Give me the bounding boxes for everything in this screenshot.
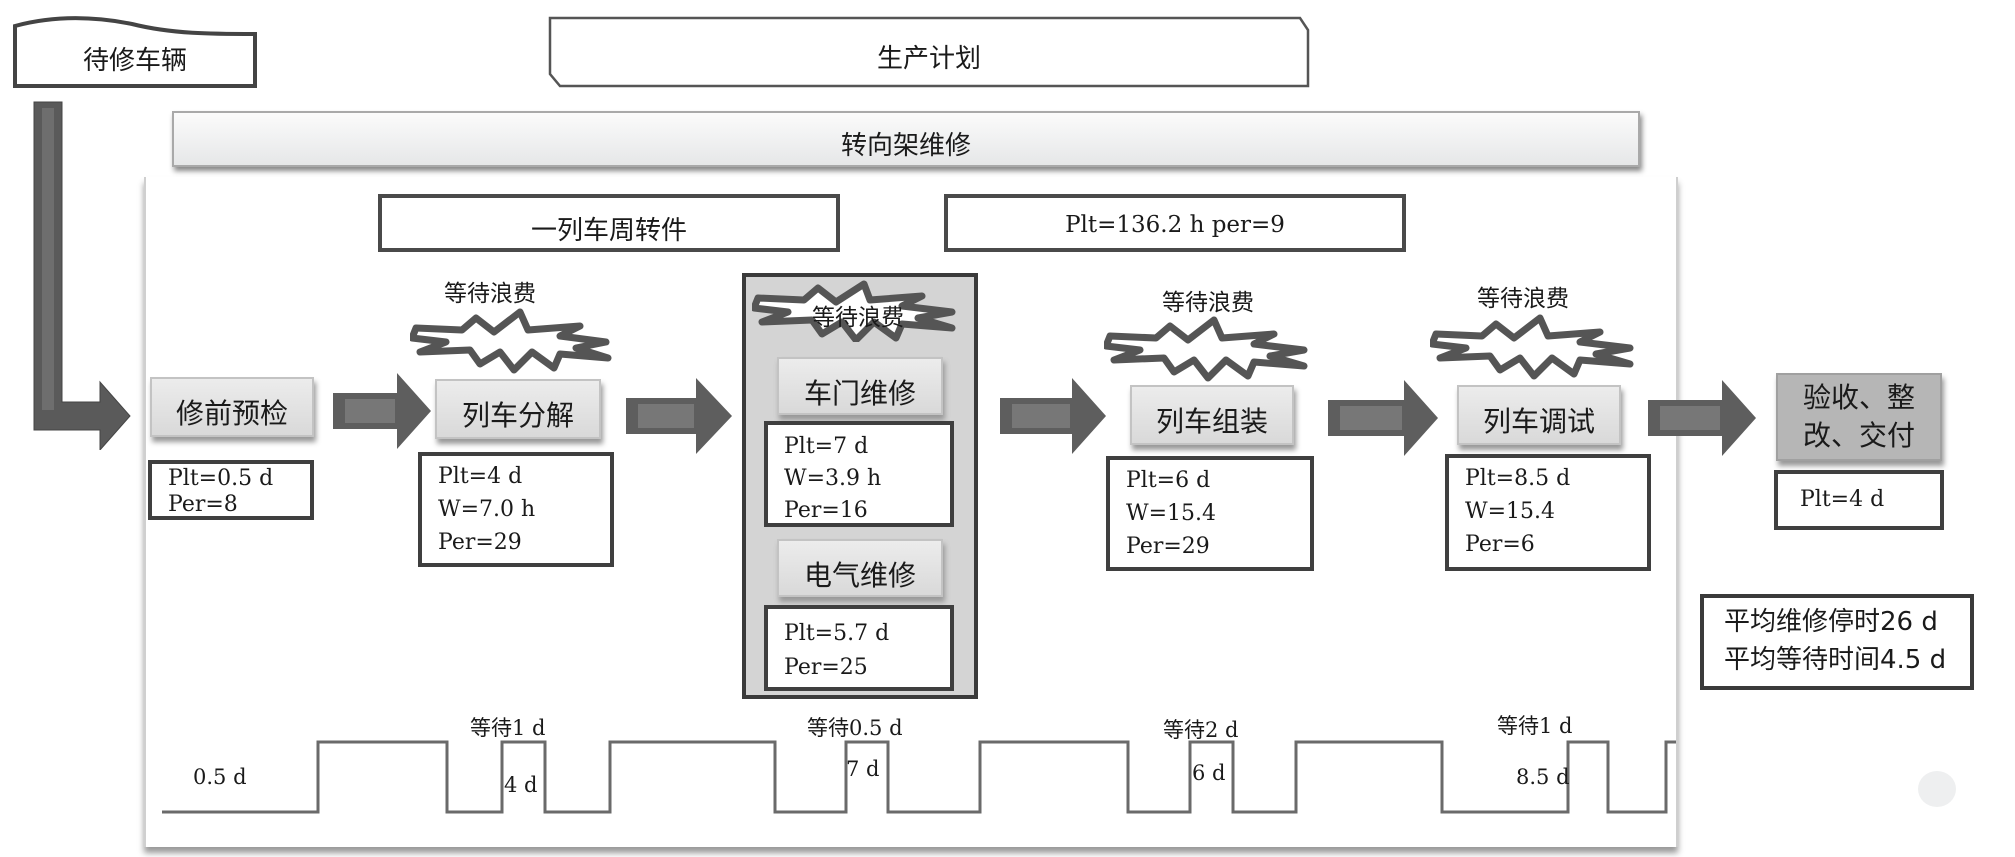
flow-arrow-icon xyxy=(1648,380,1756,456)
timeline-path xyxy=(162,740,1676,814)
step-acceptance-label: 验收、整 改、交付 xyxy=(1778,379,1940,455)
waste-burst-icon xyxy=(1430,314,1634,380)
step-acceptance-delivery: 验收、整 改、交付 xyxy=(1776,373,1942,461)
production-plan-label: 生产计划 xyxy=(876,44,981,74)
wavy-box-shape xyxy=(13,16,257,88)
metric-per: Per=25 xyxy=(784,655,868,680)
bogie-repair-bar: 转向架维修 xyxy=(172,111,1640,167)
metric-per: Per=6 xyxy=(1465,532,1535,557)
entry-arrow-icon xyxy=(33,101,131,450)
flow-arrow-icon xyxy=(333,373,431,449)
metric-per: Per=8 xyxy=(168,492,238,517)
vehicles-awaiting-repair-label: 待修车辆 xyxy=(82,46,187,76)
metric-plt: Plt=7 d xyxy=(784,434,869,459)
step-door-repair: 车门维修 xyxy=(777,357,943,415)
step-pre-inspection-label: 修前预检 xyxy=(175,397,288,430)
timeline-process-label: 0.5 d xyxy=(193,765,247,789)
turnover-parts-label: 一列车周转件 xyxy=(530,216,687,246)
waste-burst-icon xyxy=(752,280,956,342)
summary-box: 平均维修停时26 d 平均等待时间4.5 d xyxy=(1700,594,1974,690)
step-commissioning-label: 列车调试 xyxy=(1482,405,1595,438)
step-electrical-repair-label: 电气维修 xyxy=(803,559,916,592)
metric-per: Per=29 xyxy=(1126,534,1210,559)
metric-plt: Plt=4 d xyxy=(438,464,523,489)
step-electrical-repair: 电气维修 xyxy=(777,539,943,597)
avg-wait-time: 平均等待时间4.5 d xyxy=(1724,645,1947,675)
step-acceptance-label-line2: 改、交付 xyxy=(1802,419,1915,452)
metric-w: W=15.4 xyxy=(1126,501,1217,526)
waste-label: 等待浪费 xyxy=(812,305,904,331)
step-acceptance-label-line1: 验收、整 xyxy=(1802,381,1915,414)
production-plan-box: 生产计划 xyxy=(548,16,1310,88)
timeline-wait-label: 等待0.5 d xyxy=(807,716,903,740)
metric-plt: Plt=4 d xyxy=(1800,487,1885,512)
step-door-repair-label: 车门维修 xyxy=(803,377,916,410)
step-disassembly-label: 列车分解 xyxy=(461,399,574,432)
total-lead-time-label: Plt=136.2 h per=9 xyxy=(1065,212,1285,238)
metric-per: Per=29 xyxy=(438,530,522,555)
metric-w: W=7.0 h xyxy=(438,497,536,522)
timeline-wait-label: 等待1 d xyxy=(1497,714,1573,738)
waste-label: 等待浪费 xyxy=(1162,290,1254,316)
acceptance-metrics: Plt=4 d xyxy=(1774,470,1944,530)
flow-arrow-icon xyxy=(1328,380,1438,456)
electrical-repair-metrics: Plt=5.7 d Per=25 xyxy=(764,605,954,691)
turnover-parts-box: 一列车周转件 xyxy=(378,194,840,252)
step-disassembly: 列车分解 xyxy=(435,379,601,439)
timeline-process-label: 4 d xyxy=(504,773,538,797)
avg-repair-downtime: 平均维修停时26 d xyxy=(1724,607,1938,637)
step-commissioning: 列车调试 xyxy=(1457,385,1621,445)
vehicles-awaiting-repair-box: 待修车辆 xyxy=(12,14,258,88)
commissioning-metrics: Plt=8.5 d W=15.4 Per=6 xyxy=(1445,454,1651,571)
metric-w: W=15.4 xyxy=(1465,499,1556,524)
door-repair-metrics: Plt=7 d W=3.9 h Per=16 xyxy=(764,421,954,527)
pre-inspection-metrics: Plt=0.5 d Per=8 xyxy=(148,460,314,520)
timeline-wait-label: 等待1 d xyxy=(470,716,546,740)
disassembly-metrics: Plt=4 d W=7.0 h Per=29 xyxy=(418,452,614,567)
metric-plt: Plt=8.5 d xyxy=(1465,466,1571,491)
flow-arrow-icon xyxy=(626,378,732,454)
step-assembly-label: 列车组装 xyxy=(1155,405,1268,438)
metric-w: W=3.9 h xyxy=(784,466,882,491)
timeline-process-label: 8.5 d xyxy=(1516,765,1570,789)
flow-arrow-icon xyxy=(1000,378,1106,454)
timeline-process-label: 6 d xyxy=(1192,761,1226,785)
assembly-metrics: Plt=6 d W=15.4 Per=29 xyxy=(1106,456,1314,571)
metric-plt: Plt=0.5 d xyxy=(168,466,274,491)
bogie-repair-label: 转向架维修 xyxy=(840,131,971,161)
chamfered-box-shape xyxy=(548,16,1310,88)
waste-burst-icon xyxy=(410,308,612,374)
timeline-process-label: 7 d xyxy=(846,757,880,781)
step-pre-inspection: 修前预检 xyxy=(150,377,314,437)
total-lead-time-box: Plt=136.2 h per=9 xyxy=(944,194,1406,252)
metric-per: Per=16 xyxy=(784,498,868,523)
waste-label: 等待浪费 xyxy=(1477,286,1569,312)
metric-plt: Plt=6 d xyxy=(1126,468,1211,493)
metric-plt: Plt=5.7 d xyxy=(784,621,890,646)
waste-burst-icon xyxy=(1104,316,1308,382)
decorative-dot xyxy=(1918,771,1956,807)
timeline-wait-label: 等待2 d xyxy=(1163,718,1239,742)
waste-label: 等待浪费 xyxy=(444,281,536,307)
step-assembly: 列车组装 xyxy=(1130,385,1294,445)
